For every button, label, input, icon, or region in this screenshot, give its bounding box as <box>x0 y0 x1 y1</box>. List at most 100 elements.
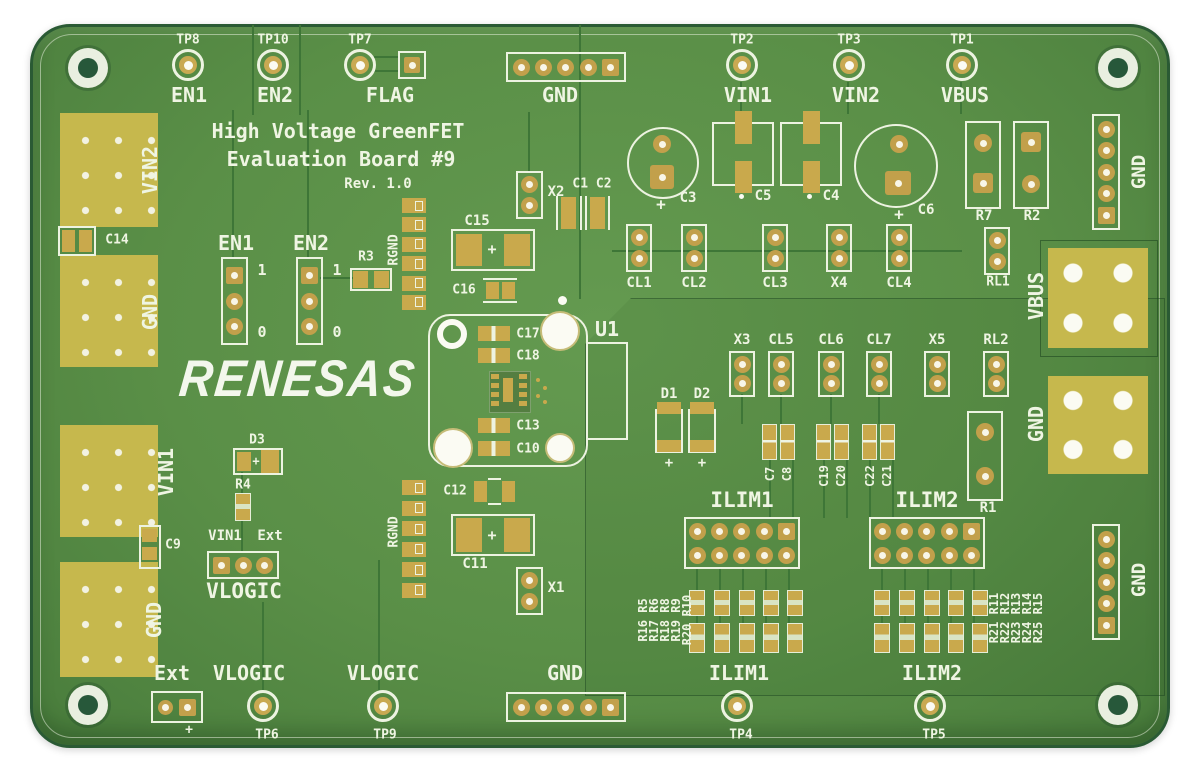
pin-hole <box>526 181 533 189</box>
trace <box>950 614 952 624</box>
tp-pad <box>351 56 369 74</box>
trace <box>973 614 975 624</box>
u1-tab-outline <box>586 342 628 440</box>
en1-jumper <box>221 257 248 345</box>
pin-pad <box>1097 185 1115 202</box>
rgnd-pad <box>402 480 426 495</box>
tp8-ref: TP8 <box>176 32 200 48</box>
rgnd-pad <box>402 562 426 578</box>
c21-cap <box>880 424 895 460</box>
cl6-label: CL6 <box>818 332 844 348</box>
trace <box>847 82 849 114</box>
testpoint-tp2 <box>726 49 758 81</box>
tp2-ref: TP2 <box>730 32 754 48</box>
c12-electrode <box>488 503 501 505</box>
u1-hole <box>437 319 467 349</box>
c4-pad <box>803 111 820 144</box>
vlogic-tp9-signal: VLOGIC <box>346 661 420 685</box>
r3-pad <box>374 271 389 288</box>
testpoint-tp4 <box>721 690 753 722</box>
c1-electrode <box>556 196 558 230</box>
d1-pad <box>657 402 681 414</box>
pin-hole <box>162 703 170 711</box>
ic-pin <box>491 392 499 397</box>
pin-hole <box>231 322 238 330</box>
pin1-pad <box>178 698 196 716</box>
vin1-pad <box>60 425 158 537</box>
pin-pad <box>535 58 553 76</box>
c6-label: C6 <box>917 202 935 218</box>
pin-pad <box>890 229 908 247</box>
c16-pad <box>502 282 515 299</box>
c5-polarity-dot <box>739 194 744 199</box>
pin-hole <box>562 703 570 711</box>
pin-hole <box>716 551 724 559</box>
gnd-pad-lower <box>60 562 158 677</box>
pin-hole <box>183 703 191 711</box>
pin1-pad <box>601 698 619 716</box>
pin-pad <box>521 196 538 214</box>
pin-hole <box>540 63 548 71</box>
ic-pin <box>519 374 527 379</box>
paste-dot <box>543 400 547 404</box>
r1-pin <box>976 423 994 441</box>
pin-pad <box>521 176 538 194</box>
tp5-ref: TP5 <box>922 727 946 743</box>
pin-hole <box>218 561 226 569</box>
c15-plus: + <box>487 240 497 258</box>
ic-pin <box>519 383 527 388</box>
tp-pad <box>179 56 197 74</box>
pin1-pad <box>1097 616 1115 634</box>
pin-pad <box>688 546 706 564</box>
trace <box>878 394 880 424</box>
c15-pad <box>456 234 482 266</box>
r3-pad <box>353 271 368 288</box>
c11-plus: + <box>487 526 497 544</box>
x1-label: X1 <box>547 580 565 596</box>
pin-hole <box>526 201 533 209</box>
trace <box>262 602 264 691</box>
c6-pin <box>885 171 911 195</box>
pin-hole <box>827 360 835 368</box>
pin-hole <box>1027 180 1035 188</box>
trace <box>765 614 767 624</box>
d3-plus: + <box>252 454 260 468</box>
rgnd-pad <box>402 541 426 557</box>
tp-hole <box>844 60 854 70</box>
pin-hole <box>1102 535 1110 543</box>
pin-hole <box>783 527 791 535</box>
pin-hole <box>1027 138 1035 146</box>
rgnd-pad <box>402 582 426 598</box>
pin-hole <box>231 297 238 305</box>
pin-hole <box>1102 125 1110 133</box>
c9-label: C9 <box>165 537 181 553</box>
tp7-signal: FLAG <box>365 83 415 107</box>
mounting-hole-bore <box>78 695 98 715</box>
pin-hole <box>690 254 698 262</box>
mounting-hole <box>68 48 108 88</box>
pin-pad <box>1097 595 1115 612</box>
pin-pad <box>513 698 531 716</box>
pin-hole <box>518 63 526 71</box>
c11-pad <box>504 518 530 552</box>
tp1-signal: VBUS <box>940 83 990 107</box>
cl2-header <box>681 224 707 272</box>
en2-high-label: 1 <box>332 261 342 279</box>
mounting-hole <box>1098 685 1138 725</box>
pin-pad <box>987 355 1005 373</box>
ilim1-res-label: R20 R10 <box>680 594 694 646</box>
ilim1-resistor <box>763 623 779 653</box>
pin-pad <box>1097 163 1115 181</box>
ic-pin <box>491 401 499 406</box>
c4-label: C4 <box>822 188 840 204</box>
pin1-pad <box>963 522 981 540</box>
tp7-ref: TP7 <box>348 32 372 48</box>
trace <box>374 70 400 72</box>
rgnd-pad <box>402 256 426 272</box>
pin-pad <box>918 522 936 540</box>
trace <box>299 25 301 115</box>
pin-pad <box>1097 120 1115 138</box>
paste-dot <box>543 386 547 390</box>
c11-label: C11 <box>462 556 488 572</box>
tp2-signal: VIN1 <box>723 83 773 107</box>
